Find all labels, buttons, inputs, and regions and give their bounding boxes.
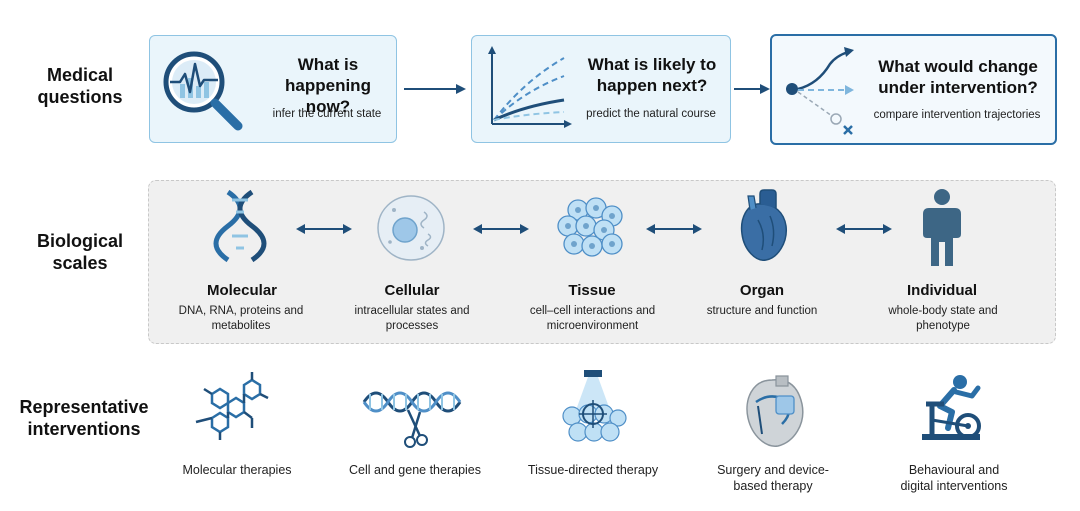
scale-title-individual: Individual: [906, 282, 977, 299]
row-label-biological: Biological scales: [20, 230, 140, 274]
scale-subtitle-organ: structure and function: [706, 305, 818, 317]
intervention-label-molecular: Molecular therapies: [182, 463, 292, 477]
scale-subtitle-individual: whole-body state and phenotype: [888, 305, 998, 332]
heart-device-icon: [746, 375, 804, 447]
flow-arrow-2: [734, 84, 770, 94]
person-icon: [923, 189, 961, 266]
question-title-next: What is likely to happen next?: [587, 55, 717, 95]
scale-arrow-1: [296, 224, 352, 234]
row-label-interventions-text: Representative interventions: [19, 397, 149, 439]
scale-arrow-2: [473, 224, 529, 234]
question-subtitle-intervention: compare intervention trajectories: [873, 109, 1041, 121]
exercise-bike-icon: [922, 375, 981, 440]
question-subtitle-now: infer the current state: [272, 108, 382, 120]
molecule-icon: [195, 372, 269, 440]
row-label-biological-text: Biological scales: [36, 231, 123, 273]
cell-icon: [377, 195, 445, 261]
intervention-label-tissue: Tissue-directed therapy: [527, 463, 659, 477]
heart-icon: [740, 189, 787, 261]
targeted-beam-icon: [562, 370, 627, 442]
trajectory-chart-icon: [488, 46, 572, 128]
scale-title-tissue: Tissue: [568, 282, 616, 299]
magnifier-ecg-icon: [163, 51, 243, 131]
scale-arrow-3: [646, 224, 702, 234]
question-title-now: What is happening now?: [285, 55, 371, 116]
scale-title-organ: Organ: [739, 282, 785, 299]
question-box-now: What is happening now? infer the current…: [149, 35, 397, 143]
scale-title-cellular: Cellular: [384, 282, 440, 299]
question-box-next: What is likely to happen next? predict t…: [471, 35, 731, 143]
intervention-label-behavioural: Behavioural and digital interventions: [900, 463, 1008, 493]
scale-subtitle-molecular: DNA, RNA, proteins and metabolites: [178, 305, 304, 332]
dna-icon: [213, 189, 267, 263]
intervention-label-cell-gene: Cell and gene therapies: [348, 463, 482, 477]
row-label-medical: Medical questions: [20, 64, 140, 108]
question-title-intervention: What would change under intervention?: [878, 57, 1038, 97]
row-label-medical-text: Medical questions: [37, 65, 123, 107]
tissue-icon: [557, 197, 623, 257]
flow-arrow-1: [404, 84, 466, 94]
question-box-intervention: What would change under intervention? co…: [770, 34, 1057, 145]
scale-title-molecular: Molecular: [206, 282, 278, 299]
question-subtitle-next: predict the natural course: [586, 108, 716, 120]
scale-arrow-4: [836, 224, 892, 234]
branching-trajectory-icon: [786, 47, 854, 135]
scale-subtitle-cellular: intracellular states and processes: [354, 305, 470, 332]
scale-subtitle-tissue: cell–cell interactions and microenvironm…: [529, 305, 656, 332]
dna-scissors-icon: [362, 391, 462, 448]
row-label-interventions: Representative interventions: [10, 396, 158, 440]
intervention-label-surgery: Surgery and device-based therapy: [717, 463, 829, 493]
